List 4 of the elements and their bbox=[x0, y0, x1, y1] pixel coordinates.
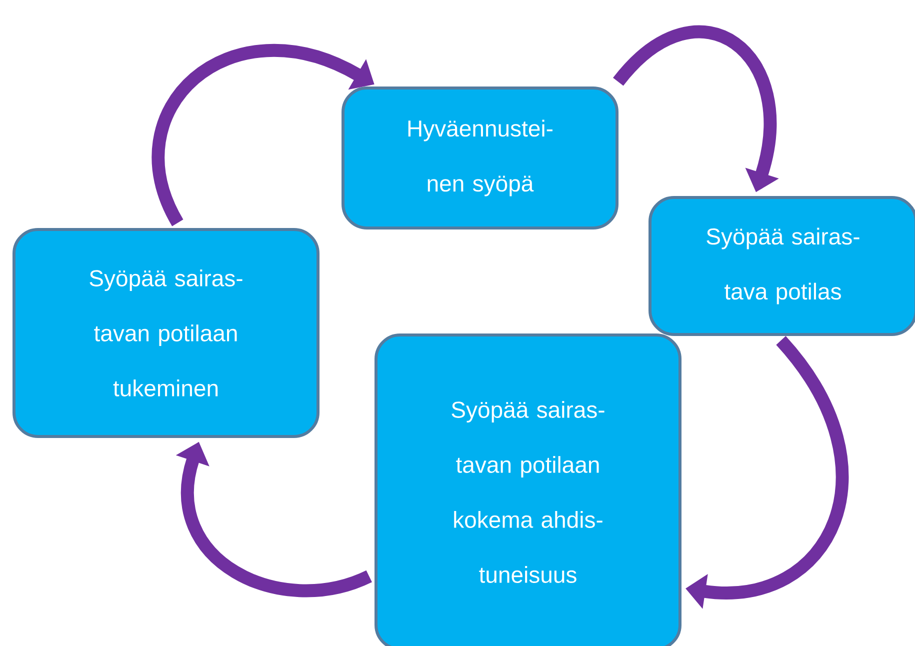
process-box: Syöpää sairas- tava potilas bbox=[648, 196, 915, 336]
process-box: Syöpää sairas- tavan potilaan kokema ahdis- tuneisuus bbox=[374, 334, 682, 646]
process-box: Hyväennustei- nen syöpä bbox=[342, 86, 618, 230]
process-box: Syöpää sairas- tavan potilaan tukeminen bbox=[12, 228, 320, 438]
